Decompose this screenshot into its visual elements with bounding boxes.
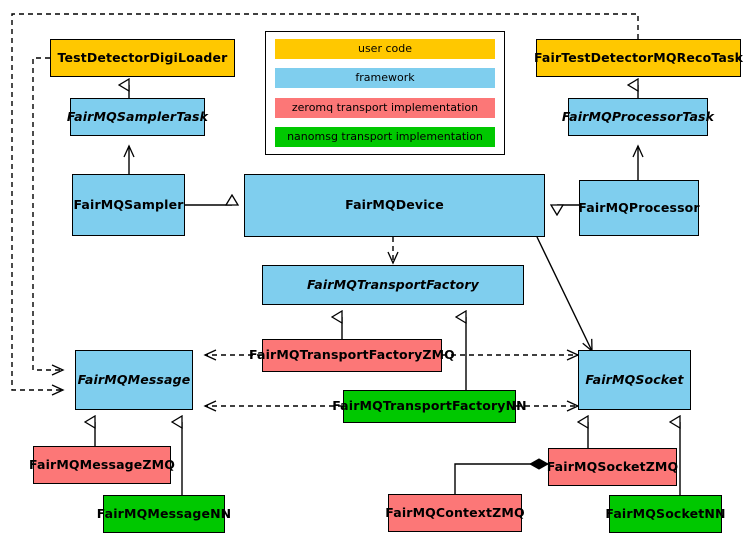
edge-device-to-socket bbox=[536, 236, 593, 353]
class-node-fairtestdetectormqrecotask[interactable]: FairTestDetectorMQRecoTask bbox=[534, 39, 743, 77]
class-node-fairmqmessagezmq[interactable]: FairMQMessageZMQ bbox=[29, 446, 175, 484]
legend-item-framework: framework bbox=[275, 68, 495, 89]
legend-item-zeromq: zeromq transport implementation bbox=[275, 97, 495, 118]
class-node-fairmqsocketzmq[interactable]: FairMQSocketZMQ bbox=[547, 448, 678, 486]
class-node-fairmqtransportfactory[interactable]: FairMQTransportFactory bbox=[262, 265, 524, 305]
class-node-testdetectordigiloader[interactable]: TestDetectorDigiLoader bbox=[50, 39, 235, 77]
class-node-fairmqprocessortask[interactable]: FairMQProcessorTask bbox=[562, 98, 714, 136]
edge-contextzmq-to-socketzmq bbox=[454, 464, 548, 494]
class-node-fairmqtransportfactoryzmq[interactable]: FairMQTransportFactoryZMQ bbox=[249, 339, 455, 372]
legend-item-nanomsg: nanomsg transport implementation bbox=[275, 126, 495, 147]
class-node-fairmqsamplertask[interactable]: FairMQSamplerTask bbox=[67, 98, 208, 136]
class-node-fairmqprocessor[interactable]: FairMQProcessor bbox=[578, 180, 700, 236]
class-node-fairmqcontextzmq[interactable]: FairMQContextZMQ bbox=[385, 494, 525, 532]
class-node-fairmqsocket[interactable]: FairMQSocket bbox=[578, 350, 691, 410]
edge-digiloader-to-message bbox=[32, 57, 65, 376]
class-node-fairmqtransportfactorynn[interactable]: FairMQTransportFactoryNN bbox=[332, 390, 527, 423]
legend: user code framework zeromq transport imp… bbox=[265, 31, 505, 155]
class-node-fairmqmessage[interactable]: FairMQMessage bbox=[75, 350, 193, 410]
legend-item-user-code: user code bbox=[275, 39, 495, 59]
class-node-fairmqsampler[interactable]: FairMQSampler bbox=[72, 174, 185, 236]
class-node-fairmqdevice[interactable]: FairMQDevice bbox=[244, 174, 545, 237]
class-node-fairmqsocketnn[interactable]: FairMQSocketNN bbox=[605, 495, 725, 533]
class-node-fairmqmessagenn[interactable]: FairMQMessageNN bbox=[97, 495, 231, 533]
